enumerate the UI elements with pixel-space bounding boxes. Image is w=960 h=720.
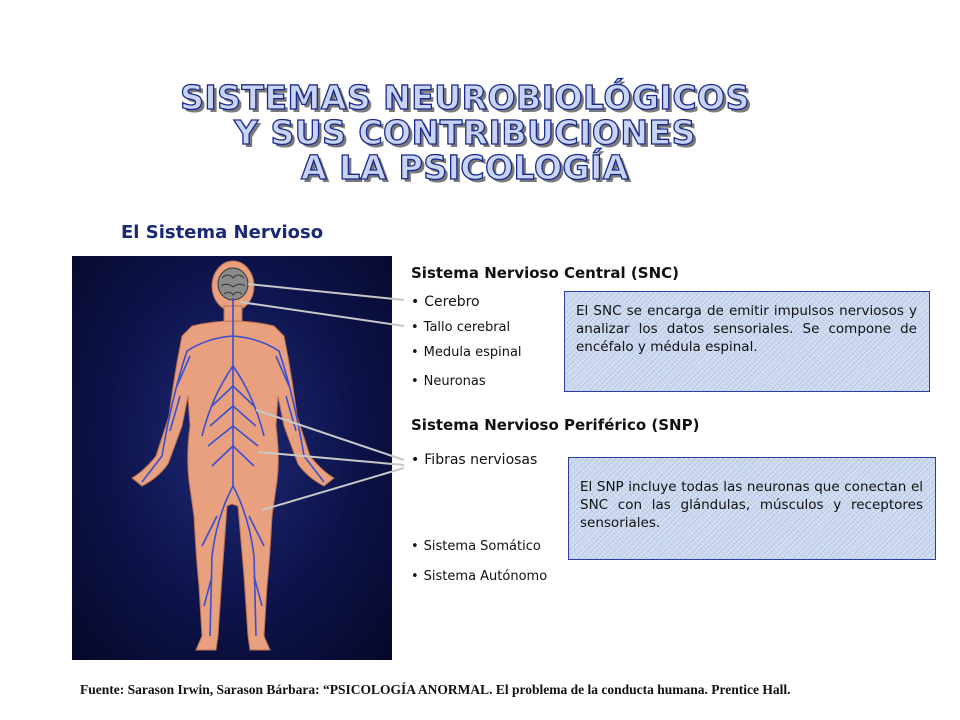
snc-description-box: El SNC se encarga de emitir impulsos ner…: [564, 291, 930, 392]
list-item-sistema-autonomo: •Sistema Autónomo: [411, 569, 548, 584]
list-item-fibras-nerviosas: •Fibras nerviosas: [411, 452, 538, 468]
source-citation: Fuente: Sarason Irwin, Sarason Bárbara: …: [80, 682, 791, 697]
main-title: SISTEMAS NEUROBIOLÓGICOS Y SUS CONTRIBUC…: [120, 78, 810, 187]
human-body-figure: [131, 260, 335, 651]
list-item-sistema-somatico: •Sistema Somático: [411, 539, 541, 554]
bullet: •: [411, 374, 419, 389]
subtitle: El Sistema Nervioso: [121, 222, 324, 243]
list-item-medula-espinal: •Medula espinal: [411, 345, 522, 360]
bullet: •: [411, 294, 420, 310]
bullet: •: [411, 569, 419, 584]
title-line-2: Y SUS CONTRIBUCIONES: [233, 113, 696, 152]
bullet: •: [411, 320, 419, 335]
bullet: •: [411, 345, 419, 360]
list-item-tallo-cerebral: •Tallo cerebral: [411, 320, 511, 335]
snp-description-box: El SNP incluye todas las neuronas que co…: [568, 457, 936, 560]
list-item-neuronas: •Neuronas: [411, 374, 486, 389]
title-line-1: SISTEMAS NEUROBIOLÓGICOS: [179, 78, 750, 117]
title-line-3: A LA PSICOLOGÍA: [300, 148, 629, 187]
bullet: •: [411, 539, 419, 554]
bullet: •: [411, 452, 420, 468]
snp-heading: Sistema Nervioso Periférico (SNP): [411, 416, 700, 434]
nervous-system-illustration: [72, 256, 392, 660]
snc-heading: Sistema Nervioso Central (SNC): [411, 264, 679, 282]
list-item-cerebro: •Cerebro: [411, 294, 480, 310]
